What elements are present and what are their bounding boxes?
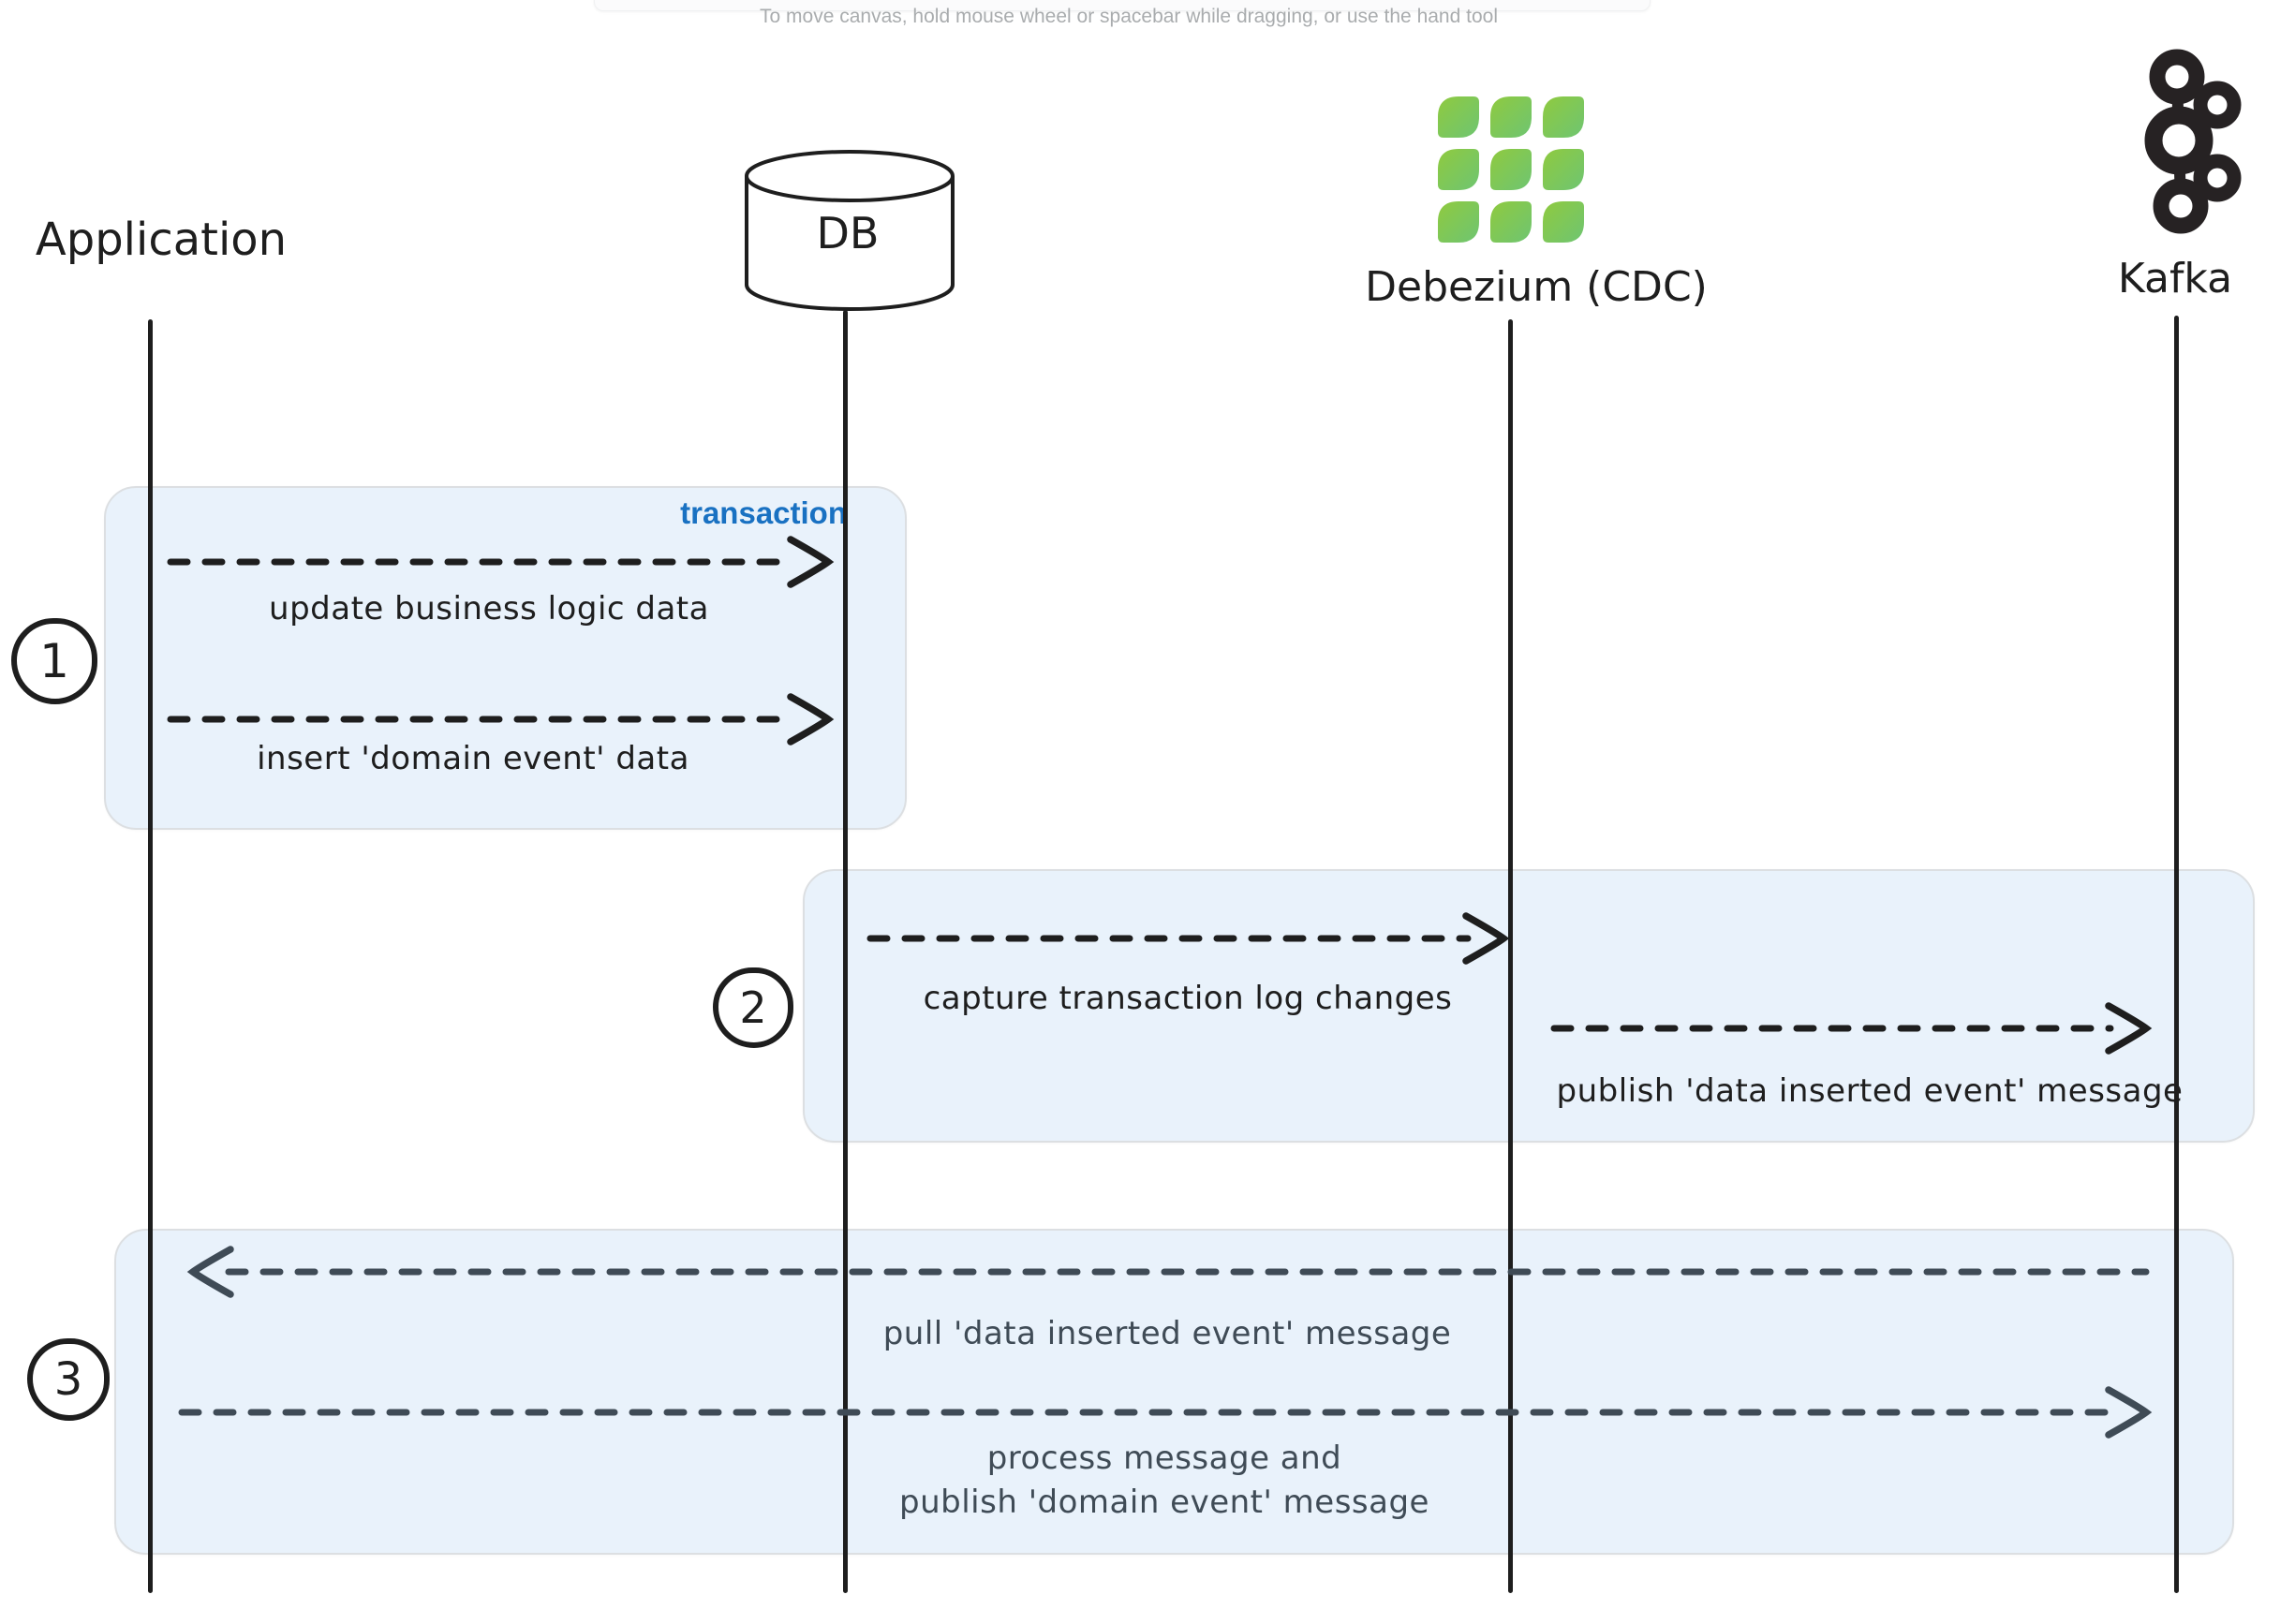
lifeline-db[interactable] [843,310,848,1593]
arrow-publish-data-inserted-event[interactable] [1550,998,2153,1058]
message-label-line2: publish 'domain event' message [899,1484,1429,1521]
lifeline-kafka[interactable] [2174,316,2179,1593]
arrow-insert-domain-event-data[interactable] [167,689,835,749]
kafka-logo-icon[interactable] [2117,43,2246,242]
message-label-insert-domain-event-data[interactable]: insert 'domain event' data [257,740,689,777]
lifeline-debezium[interactable] [1508,319,1513,1593]
step-badge-3[interactable]: 3 [27,1338,110,1421]
arrow-pull-data-inserted-event[interactable] [186,1242,2150,1302]
message-label-line1: process message and [986,1439,1342,1477]
step-badge-2[interactable]: 2 [713,967,793,1048]
message-label-publish-data-inserted-event[interactable]: publish 'data inserted event' message [1556,1072,2184,1110]
message-label-pull-data-inserted-event[interactable]: pull 'data inserted event' message [882,1315,1452,1352]
transaction-frame[interactable]: transaction [104,486,907,830]
message-label-process-and-publish-domain-event[interactable]: process message and publish 'domain even… [899,1437,1429,1525]
step-badge-1[interactable]: 1 [11,618,97,704]
message-label-update-business-logic-data[interactable]: update business logic data [269,590,709,627]
actor-label-kafka[interactable]: Kafka [2117,255,2233,303]
canvas-hint: To move canvas, hold mouse wheel or spac… [760,6,1498,27]
db-cylinder-icon[interactable] [743,148,956,313]
message-label-capture-transaction-log-changes[interactable]: capture transaction log changes [923,980,1453,1017]
arrow-capture-transaction-log-changes[interactable] [866,908,1510,968]
actor-label-debezium[interactable]: Debezium (CDC) [1365,263,1708,311]
step2-frame[interactable] [803,869,2255,1143]
arrow-update-business-logic-data[interactable] [167,532,835,592]
lifeline-application[interactable] [148,319,153,1593]
debezium-logo-icon[interactable] [1438,96,1584,243]
step3-frame[interactable] [114,1229,2234,1555]
actor-label-application[interactable]: Application [35,214,288,266]
transaction-frame-label[interactable]: transaction [680,495,847,530]
actor-label-db[interactable]: DB [816,208,880,258]
arrow-process-and-publish-domain-event[interactable] [178,1382,2153,1442]
